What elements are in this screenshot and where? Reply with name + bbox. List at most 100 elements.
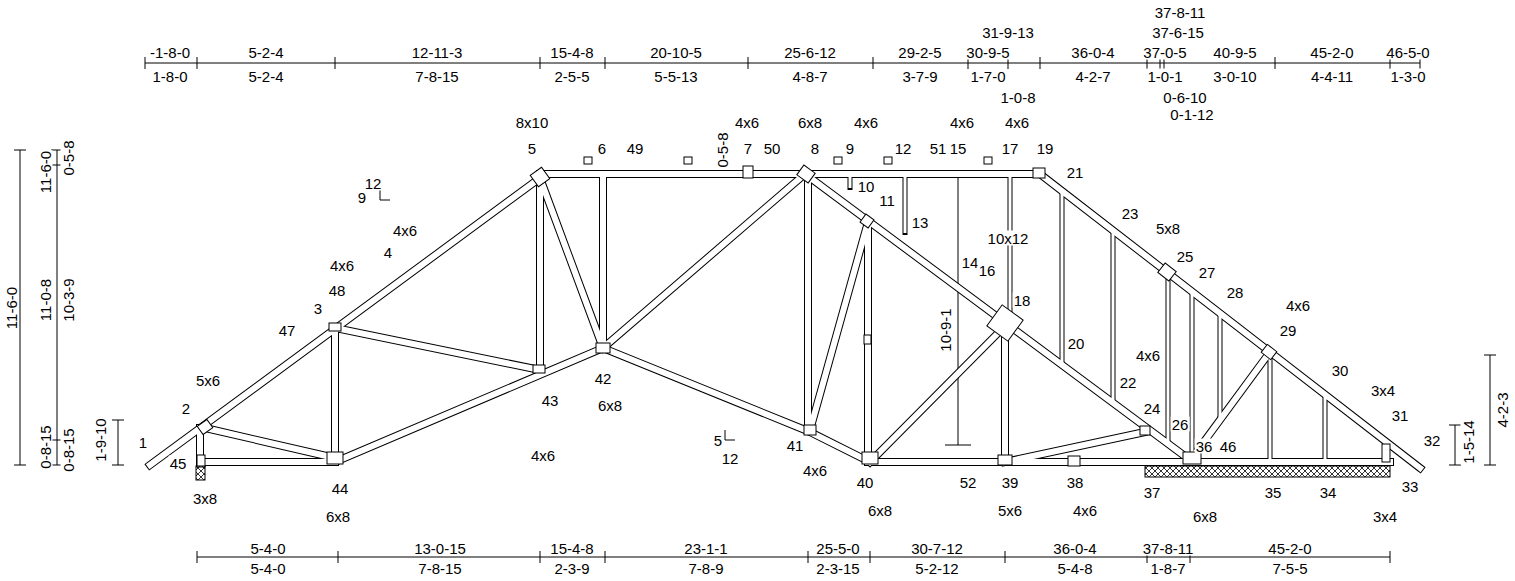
plate-size: 4x6 xyxy=(949,115,975,130)
joint-number: 21 xyxy=(1066,165,1085,180)
dimension-label: 31-9-13 xyxy=(981,25,1035,40)
dimension-label: -1-8-0 xyxy=(149,45,191,60)
joint-number: 46 xyxy=(1219,439,1238,454)
plate-size: 4x6 xyxy=(1004,115,1030,130)
dimension-label: 0-5-8 xyxy=(715,131,730,168)
dimension-label: 1-8-0 xyxy=(151,69,188,84)
joint-number: 27 xyxy=(1198,265,1217,280)
joint-number: 39 xyxy=(1001,475,1020,490)
dimension-label: 1-3-0 xyxy=(1389,69,1426,84)
joint-number: 35 xyxy=(1264,485,1283,500)
dimension-label: 4-4-11 xyxy=(1310,69,1354,84)
dimension-label: 2-5-5 xyxy=(553,69,590,84)
joint-number: 20 xyxy=(1067,336,1086,351)
joint-number: 3 xyxy=(313,301,323,316)
plate-size: 4x6 xyxy=(530,448,556,463)
plate-size: 10x12 xyxy=(987,231,1030,246)
joint-number: 44 xyxy=(331,481,350,496)
dimension-label: 1-7-0 xyxy=(969,69,1006,84)
plate-size: 6x8 xyxy=(1192,509,1218,524)
dimension-label: 11-6-0 xyxy=(38,150,53,194)
dimension-label: 5-5-13 xyxy=(653,69,698,84)
plate-size: 5x6 xyxy=(195,373,221,388)
dimension-label: 1-0-8 xyxy=(999,90,1036,105)
plate-size: 4x6 xyxy=(802,463,828,478)
bearing xyxy=(1145,466,1390,477)
dimension-label: 1-0-1 xyxy=(1146,69,1183,84)
dimension-label: 3-0-10 xyxy=(1212,69,1257,84)
vertical-fill xyxy=(850,176,1385,460)
plate-size: 6x8 xyxy=(867,503,893,518)
dimension-label: 0-6-10 xyxy=(1162,90,1207,105)
joint-number: 33 xyxy=(1401,479,1420,494)
joint-number: 32 xyxy=(1423,433,1442,448)
dimension-label: 37-8-11 xyxy=(1154,5,1207,20)
joint-number: 17 xyxy=(1001,141,1020,156)
plate-size: 4x6 xyxy=(853,115,879,130)
joint-number: 52 xyxy=(959,475,978,490)
vertical-outlines xyxy=(850,174,1385,462)
dimension-label: 7-8-15 xyxy=(417,561,462,576)
joint-number: 49 xyxy=(626,141,645,156)
joint-number: 11 xyxy=(878,193,896,208)
dimension-label: 45-2-0 xyxy=(1309,45,1354,60)
pitch-mark: 12 xyxy=(721,451,740,466)
dimension-label: 3-7-9 xyxy=(901,69,938,84)
joint-number: 45 xyxy=(169,456,188,471)
dimension-lines xyxy=(14,57,1496,563)
joint-number: 13 xyxy=(911,215,930,230)
joint-number: 19 xyxy=(1036,141,1055,156)
joint-number: 2 xyxy=(181,401,191,416)
dimension-label: 25-6-12 xyxy=(783,45,837,60)
dimension-label: 10-3-9 xyxy=(61,277,76,322)
joint-number: 22 xyxy=(1119,375,1138,390)
joint-number: 43 xyxy=(541,393,560,408)
dimension-label: 30-7-12 xyxy=(910,541,964,556)
joint-number: 36 xyxy=(1195,439,1214,454)
plate-size: 4x6 xyxy=(329,258,355,273)
joint-number: 29 xyxy=(1279,323,1298,338)
joint-number: 8 xyxy=(810,141,820,156)
plates xyxy=(197,165,1390,467)
joint-number: 16 xyxy=(978,263,997,278)
joint-number: 42 xyxy=(594,371,613,386)
dimension-label: 46-5-0 xyxy=(1385,45,1430,60)
joint-number: 38 xyxy=(1066,475,1085,490)
plate-size: 3x4 xyxy=(1372,509,1398,524)
dimension-label: 1-8-7 xyxy=(1149,561,1186,576)
dimension-label: 12-11-3 xyxy=(411,45,464,60)
joint-number: 6 xyxy=(597,141,607,156)
plate-size: 4x6 xyxy=(392,223,418,238)
plate-size: 6x8 xyxy=(597,398,623,413)
lateral-braces xyxy=(584,157,992,344)
plate-size: 4x6 xyxy=(1135,348,1161,363)
joint-number: 30 xyxy=(1331,363,1350,378)
dimension-label: 0-5-8 xyxy=(61,139,76,176)
plate-size: 4x6 xyxy=(734,115,760,130)
joint-number: 23 xyxy=(1121,206,1140,221)
plate-size: 5x6 xyxy=(997,503,1023,518)
dimension-label: 7-5-5 xyxy=(1271,561,1308,576)
joint-number: 24 xyxy=(1143,401,1162,416)
dimension-label: 45-2-0 xyxy=(1267,541,1312,556)
joint-number: 40 xyxy=(856,475,875,490)
dimension-label: 40-9-5 xyxy=(1212,45,1257,60)
joint-number: 12 xyxy=(894,141,913,156)
dimension-label: 0-8-15 xyxy=(61,427,76,472)
dimension-label: 5-2-4 xyxy=(247,69,284,84)
joint-number: 4 xyxy=(383,245,393,260)
member-fill xyxy=(150,174,1420,468)
plate-size: 5x8 xyxy=(1155,221,1181,236)
joint-number: 26 xyxy=(1171,417,1190,432)
plate-size: 3x8 xyxy=(192,491,218,506)
joint-number: 7 xyxy=(743,141,753,156)
dimension-label: 37-8-11 xyxy=(1142,541,1195,556)
joint-number: 37 xyxy=(1143,485,1162,500)
joint-number: 9 xyxy=(845,141,855,156)
dimension-label: 23-1-1 xyxy=(683,541,728,556)
dimension-label: 4-8-7 xyxy=(791,69,828,84)
dimension-label: 13-0-15 xyxy=(413,541,467,556)
plate-size: 6x8 xyxy=(325,509,351,524)
